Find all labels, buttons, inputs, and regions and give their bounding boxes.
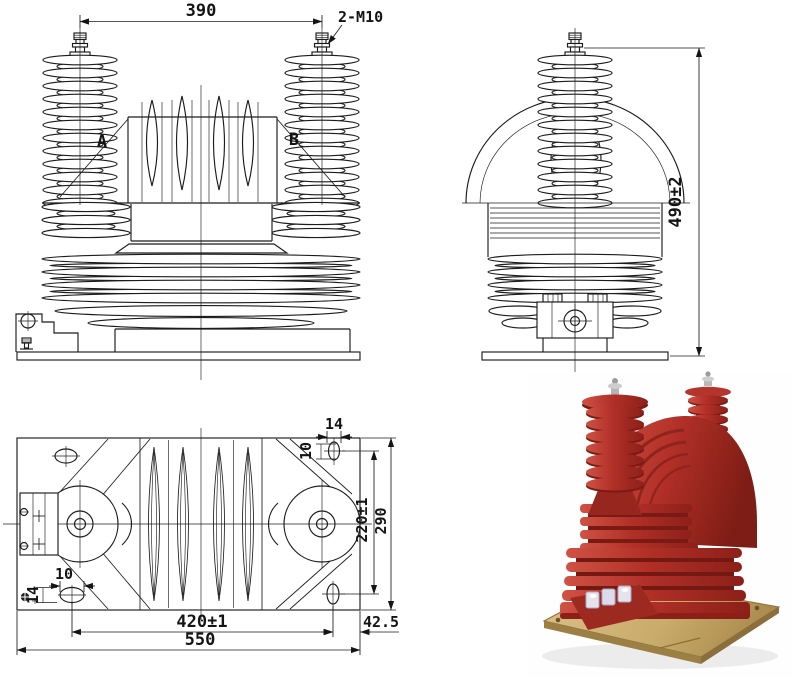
plan-view: 14 10 220±1 290 10 14 bbox=[3, 415, 399, 655]
dim-overall-length: 550 bbox=[185, 630, 216, 650]
grounding-bracket bbox=[15, 313, 79, 352]
product-photo bbox=[528, 371, 792, 677]
front-mid-sheds bbox=[41, 201, 361, 254]
side-dimensions: 490±2 bbox=[584, 47, 705, 357]
photo-terminal-block bbox=[570, 585, 658, 630]
front-body-top: A B bbox=[59, 116, 346, 203]
section-label-a: A bbox=[97, 132, 107, 152]
dim-mount-hole-vertical-span: 220±1 bbox=[353, 497, 371, 542]
dim-overall-height: 490±2 bbox=[666, 176, 686, 227]
photo-left-bushing bbox=[582, 378, 648, 515]
terminal-thread-label: 2-M10 bbox=[338, 8, 383, 26]
front-dimensions: 390 2-M10 bbox=[79, 1, 383, 45]
side-view: 490±2 bbox=[462, 28, 705, 380]
dim-slot-edge-offset: 42.5 bbox=[363, 613, 399, 631]
terminal-screw-icon bbox=[19, 507, 29, 551]
dim-top-slot-length: 14 bbox=[325, 415, 343, 433]
dim-bottom-slot-length: 14 bbox=[24, 586, 42, 604]
section-label-b: B bbox=[289, 130, 299, 150]
plan-right-insulator-footprint bbox=[268, 480, 361, 568]
plan-terminal-block bbox=[19, 492, 59, 556]
dim-bottom-slot-width: 10 bbox=[55, 565, 73, 583]
front-base-plate bbox=[16, 351, 361, 361]
mounting-slot-top-left bbox=[52, 446, 80, 467]
plan-center-fins bbox=[139, 438, 263, 610]
plan-ground-screw-icon bbox=[20, 592, 38, 604]
mounting-slot-top-right bbox=[324, 438, 345, 465]
front-view: A B bbox=[15, 1, 383, 380]
dim-overall-depth: 290 bbox=[372, 507, 390, 534]
dim-mount-hole-horizontal-span: 420±1 bbox=[176, 612, 227, 632]
dim-terminal-spacing: 390 bbox=[186, 1, 217, 21]
ground-screw-icon bbox=[20, 337, 33, 350]
dim-top-slot-width: 10 bbox=[297, 442, 315, 460]
plan-diagonals bbox=[57, 438, 353, 610]
plan-dimensions: 14 10 220±1 290 10 14 bbox=[16, 415, 399, 655]
front-base bbox=[15, 311, 361, 361]
bracket-hole-icon bbox=[18, 311, 38, 331]
